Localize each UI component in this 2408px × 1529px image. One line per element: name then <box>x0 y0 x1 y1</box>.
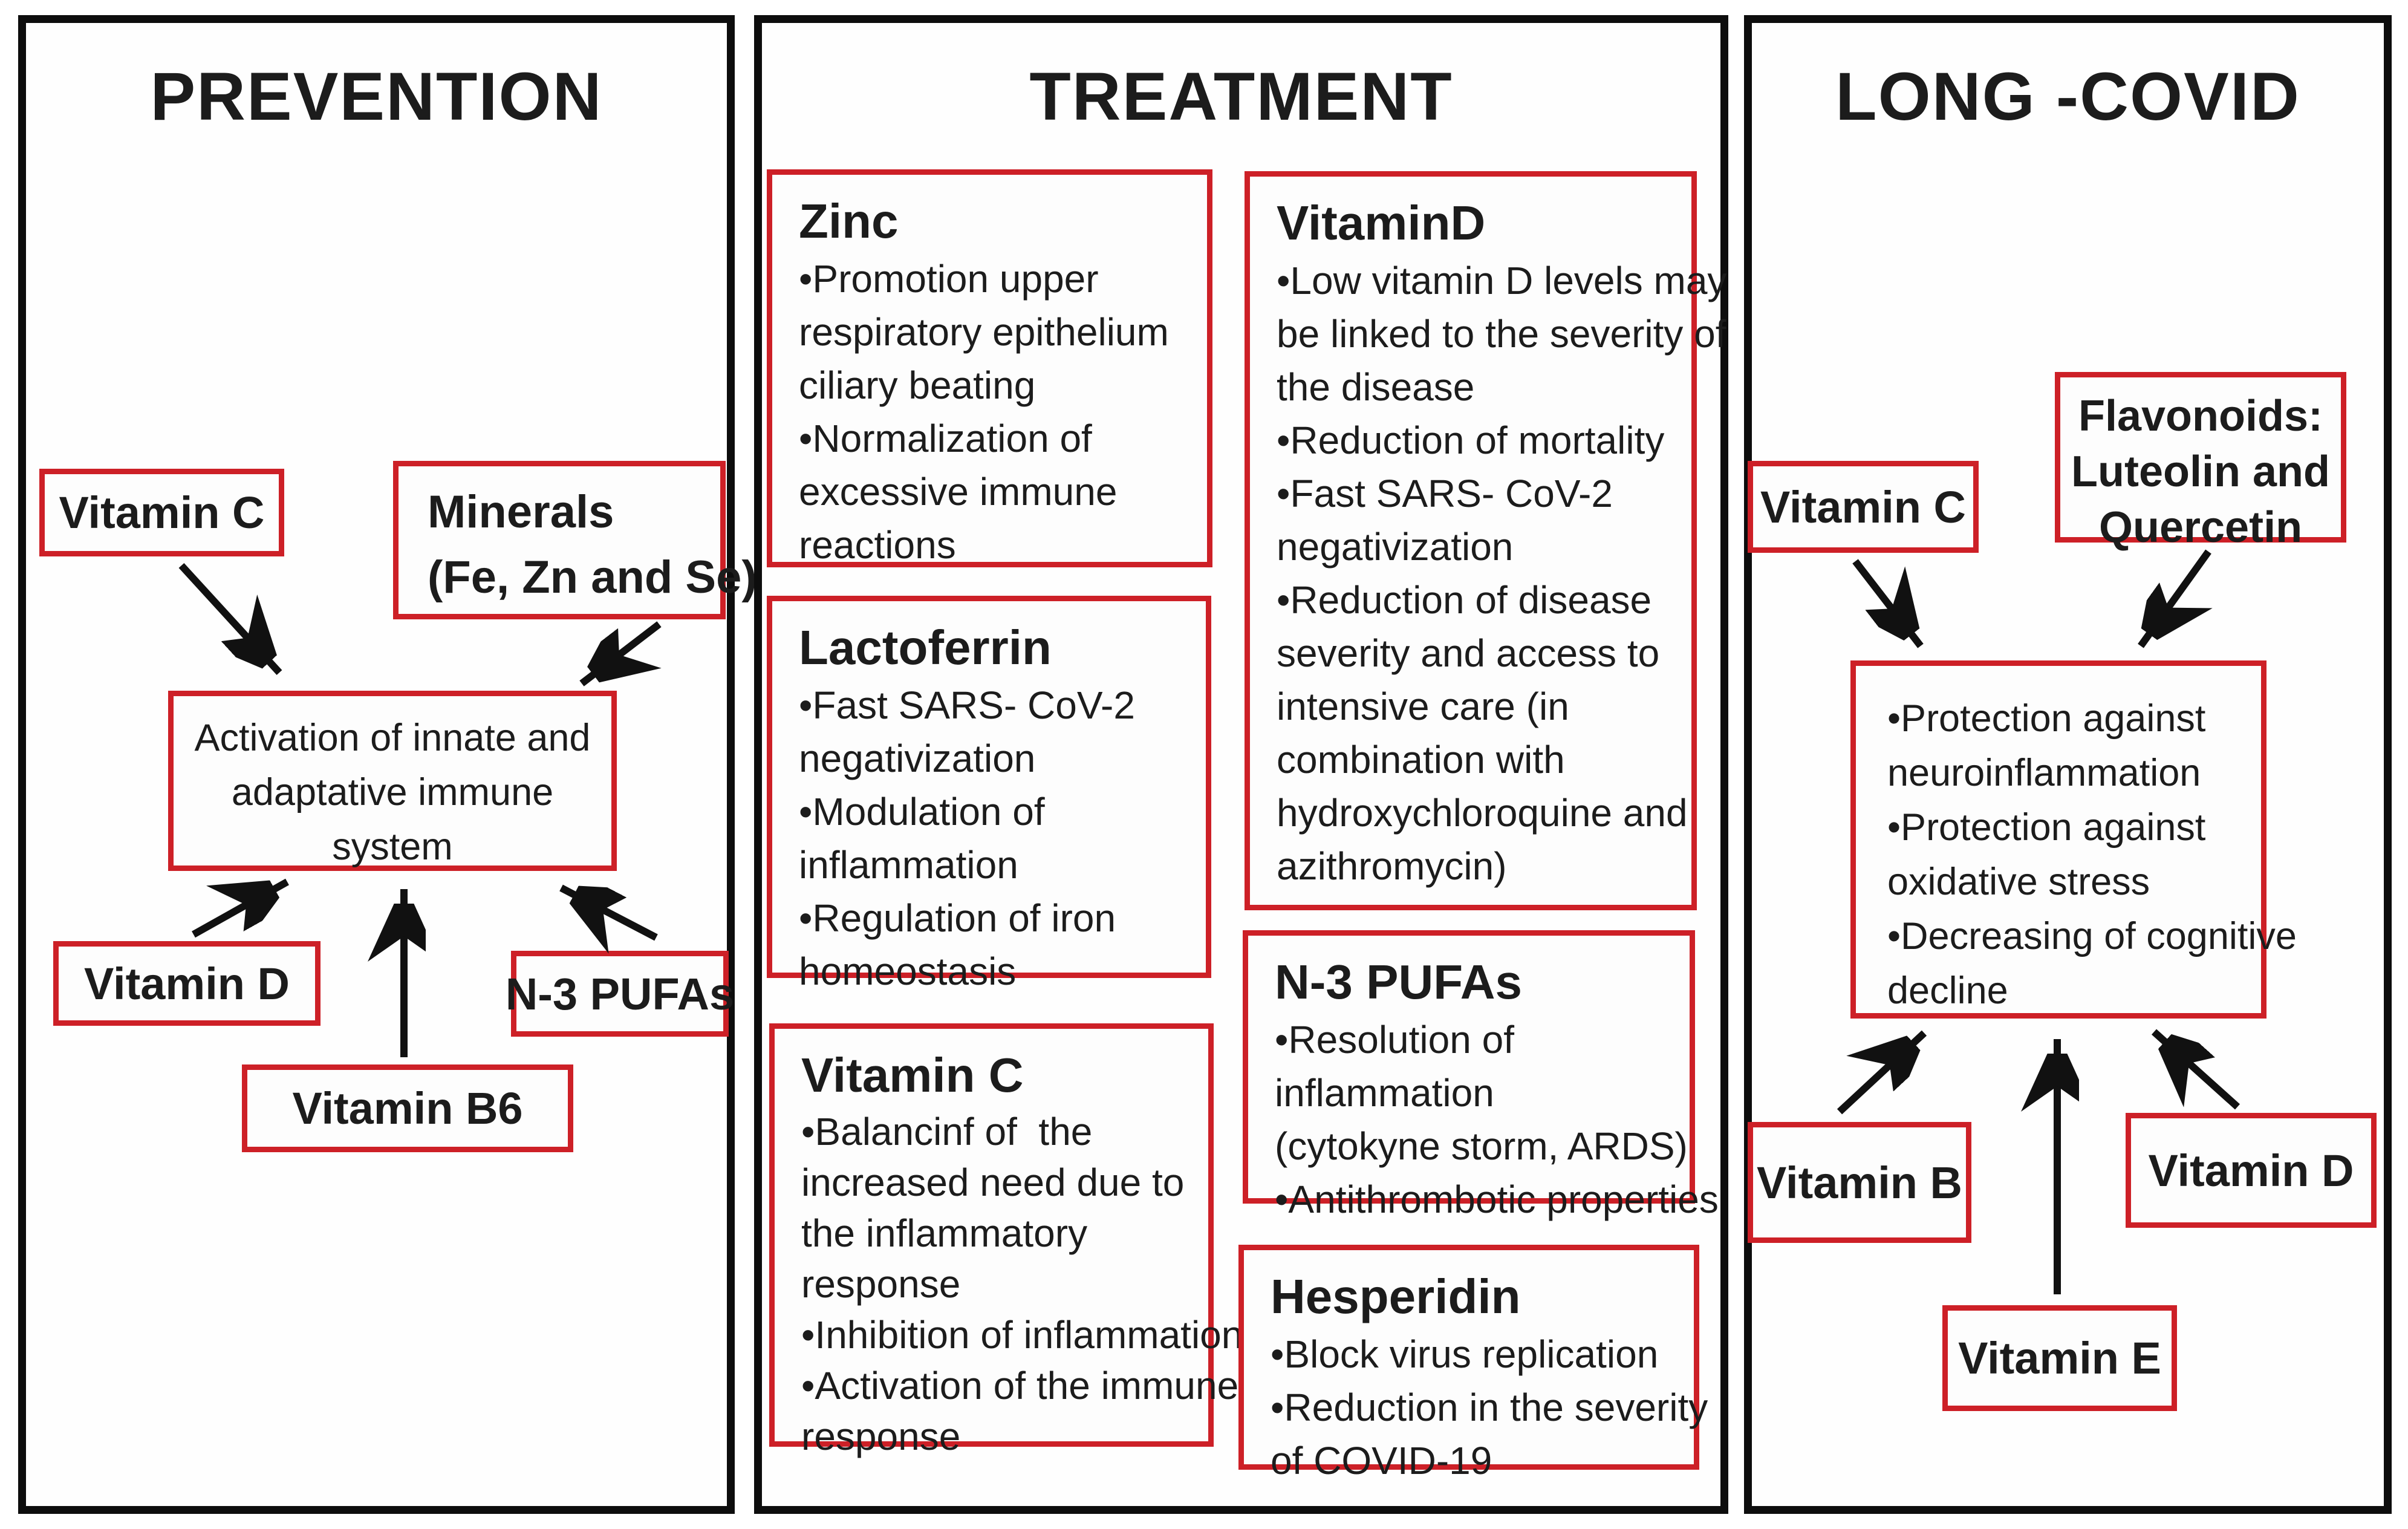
text-line: oxidative stress <box>1887 861 2150 903</box>
text-line: Quercetin <box>2098 503 2303 552</box>
text-line: •Normalization of <box>799 417 1092 460</box>
panel-prevention-title: PREVENTION <box>150 59 603 134</box>
treatment-lactoferrin-lines: •Fast SARS- CoV-2 negativization •Modulati… <box>799 679 1188 998</box>
text-line: Flavonoids: <box>2078 392 2323 440</box>
text-line: respiratory epithelium <box>799 310 1169 354</box>
treatment-zinc-box: Zinc •Promotion upper respiratory epithel… <box>767 169 1212 567</box>
prevention-immune-system-box: Activation of innate and adaptative immun… <box>168 691 617 871</box>
text-line: intensive care (in <box>1277 685 1569 728</box>
text-line: •Balancinf of the <box>801 1110 1093 1153</box>
treatment-zinc-heading: Zinc <box>799 194 899 248</box>
treatment-vitamin-d-box: VitaminD •Low vitamin D levels may be lin… <box>1245 171 1727 910</box>
text-line: •Reduction of disease <box>1277 578 1652 622</box>
text-line: negativization <box>1277 525 1514 569</box>
text-line: homeostasis <box>799 950 1017 993</box>
text-line: •Reduction in the severity <box>1271 1386 1708 1429</box>
longcovid-vitamin-e-box: Vitamin E <box>1942 1305 2177 1411</box>
treatment-hesperidin-heading: Hesperidin <box>1271 1270 1521 1323</box>
text-line: combination with <box>1277 738 1565 781</box>
treatment-n3-pufas-heading: N-3 PUFAs <box>1275 955 1522 1009</box>
text-line: negativization <box>799 737 1036 780</box>
text-line: ciliary beating <box>799 364 1036 407</box>
text-line: hydroxychloroquine and <box>1277 791 1688 835</box>
text-line: system <box>332 826 453 868</box>
text-line: Luteolin and <box>2071 448 2330 496</box>
text-line: •Promotion upper <box>799 257 1099 301</box>
treatment-vitamin-c-lines: •Balancinf of the increased need due to th… <box>801 1106 1243 1462</box>
text-line: severity and access to <box>1277 631 1660 675</box>
text-line: reactions <box>799 523 956 567</box>
panel-long-covid-title: LONG -COVID <box>1835 59 2300 134</box>
treatment-lactoferrin-box: Lactoferrin •Fast SARS- CoV-2 negativizat… <box>767 596 1211 993</box>
text-line: (cytokyne storm, ARDS) <box>1275 1124 1688 1168</box>
longcovid-vitamin-b-box: Vitamin B <box>1748 1122 1971 1243</box>
text-line: •Antithrombotic properties <box>1275 1178 1719 1221</box>
text-line: •Activation of the immune <box>801 1364 1239 1407</box>
text-line: •Protection against <box>1887 697 2206 740</box>
text-line: be linked to the severity of <box>1277 312 1726 356</box>
treatment-n3-pufas-lines: •Resolution of inflammation (cytokyne stor… <box>1275 1013 1719 1226</box>
longcovid-vitamin-c-box: Vitamin C <box>1748 461 1979 553</box>
text-line: •Block virus replication <box>1271 1332 1659 1376</box>
prevention-n3-pufas-box: N-3 PUFAs <box>506 951 734 1037</box>
text-line: •Fast SARS- CoV-2 <box>799 683 1135 727</box>
treatment-n3-pufas-box: N-3 PUFAs •Resolution of inflammation (cyt… <box>1243 930 1719 1221</box>
longcovid-vitamin-d-box: Vitamin D <box>2126 1113 2377 1228</box>
longcovid-effects-box: •Protection against neuroinflammation •Pro… <box>1850 660 2297 1019</box>
panel-treatment-title: TREATMENT <box>1029 59 1453 134</box>
prevention-vitamin-d-box: Vitamin D <box>53 941 321 1026</box>
text-line: excessive immune <box>799 470 1118 513</box>
text-line: inflammation <box>799 843 1018 887</box>
treatment-vitamin-c-heading: Vitamin C <box>801 1048 1024 1102</box>
prevention-vitamin-c-box: Vitamin C <box>39 469 284 556</box>
text-line: inflammation <box>1275 1071 1494 1115</box>
text-line: response <box>801 1415 961 1458</box>
text-line: •Reduction of mortality <box>1277 419 1665 462</box>
text-line: •Protection against <box>1887 806 2206 849</box>
text-line: Activation of innate and <box>194 717 591 759</box>
text-line: decline <box>1887 970 2008 1012</box>
text-line: azithromycin) <box>1277 844 1507 888</box>
text-line: response <box>801 1262 961 1306</box>
prevention-vitamin-b6-box: Vitamin B6 <box>242 1064 573 1152</box>
text-line: the inflammatory <box>801 1211 1088 1255</box>
text-line: •Resolution of <box>1275 1018 1514 1061</box>
text-line: of COVID-19 <box>1271 1439 1492 1482</box>
text-line: the disease <box>1277 365 1475 409</box>
text-line: Minerals <box>428 486 614 538</box>
text-line: •Inhibition of inflammation <box>801 1313 1243 1357</box>
treatment-lactoferrin-heading: Lactoferrin <box>799 621 1052 674</box>
treatment-vitamin-d-heading: VitaminD <box>1277 196 1486 250</box>
text-line: increased need due to <box>801 1161 1185 1204</box>
treatment-zinc-lines: •Promotion upper respiratory epithelium ci… <box>799 252 1189 572</box>
text-line: •Modulation of <box>799 790 1045 833</box>
text-line: •Fast SARS- CoV-2 <box>1277 472 1613 515</box>
text-line: •Low vitamin D levels may <box>1277 259 1727 302</box>
prevention-minerals-box: Minerals (Fe, Zn and Se) <box>393 461 757 619</box>
text-line: neuroinflammation <box>1887 752 2201 794</box>
text-line: adaptative immune <box>231 771 554 813</box>
text-line: (Fe, Zn and Se) <box>428 552 757 603</box>
treatment-vitamin-d-lines: •Low vitamin D levels may be linked to th… <box>1277 254 1727 893</box>
text-line: •Decreasing of cognitive <box>1887 915 2297 957</box>
treatment-vitamin-c-box: Vitamin C •Balancinf of the increased nee… <box>769 1023 1243 1458</box>
treatment-hesperidin-lines: •Block virus replication •Reduction in th… <box>1271 1328 1708 1487</box>
treatment-hesperidin-box: Hesperidin •Block virus replication •Redu… <box>1238 1245 1708 1482</box>
text-line: •Regulation of iron <box>799 896 1116 940</box>
